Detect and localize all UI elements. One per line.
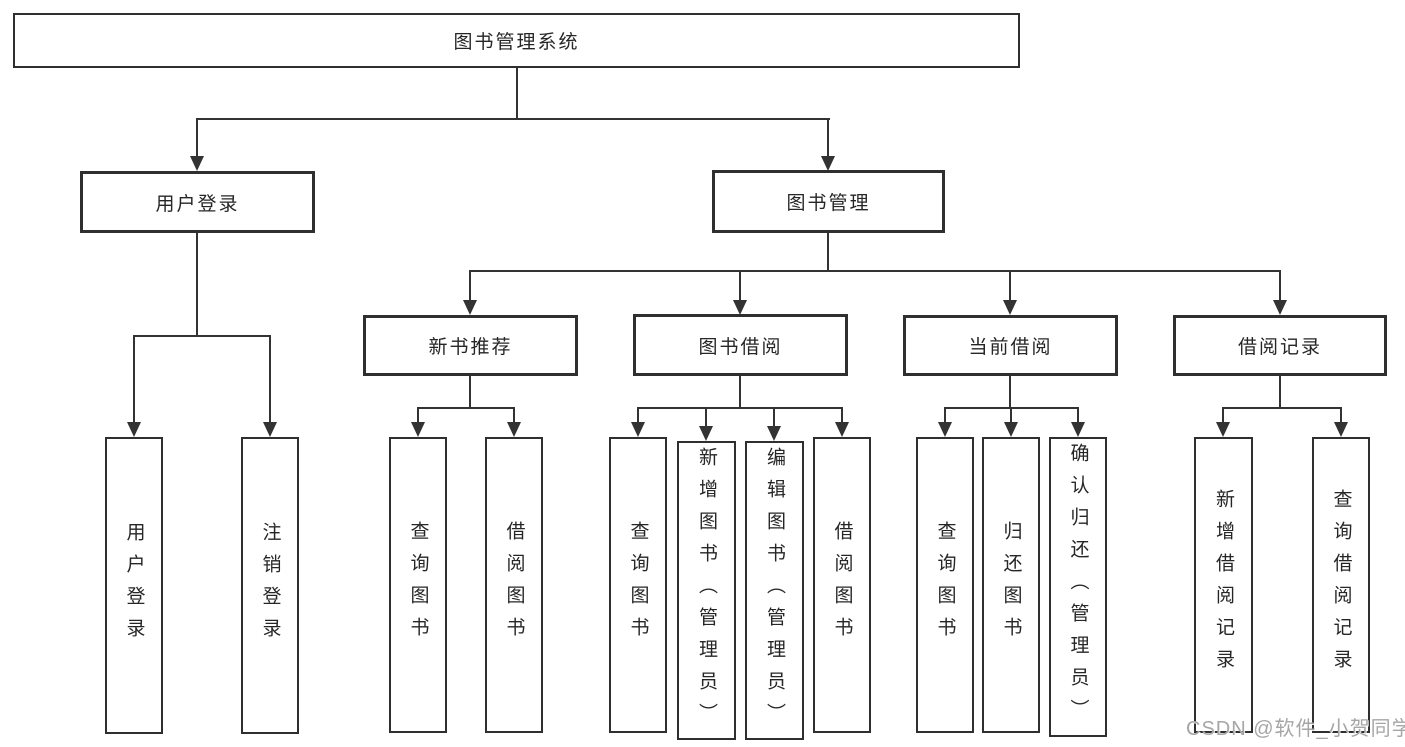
- leaf-bb-borrow-book-label: 借阅图书: [831, 521, 853, 649]
- node-root-label: 图书管理系统: [453, 32, 580, 53]
- edge-stub-book-management: [827, 118, 829, 157]
- node-root: 图书管理系统: [13, 13, 1020, 68]
- edge-currentborrow-drop: [1009, 375, 1011, 408]
- edge-bus-newbook: [417, 407, 515, 409]
- edge-bus-bookborrow: [637, 407, 843, 409]
- edge-stub-bb-query: [637, 407, 639, 423]
- edge-stub-cb-query: [944, 407, 946, 423]
- leaf-br-query-record-label: 查询借阅记录: [1330, 489, 1352, 681]
- edge-stub-cb-confirm: [1077, 407, 1079, 423]
- edge-stub-br-query: [1340, 407, 1342, 423]
- edge-stub-newbook: [469, 270, 471, 301]
- leaf-bb-add-book: 新增图书（管理员）: [677, 441, 736, 740]
- arrowhead-logout: [263, 422, 277, 437]
- arrowhead-bb-query: [631, 422, 645, 437]
- arrowhead-bookborrow: [733, 300, 747, 315]
- leaf-login-label: 用户登录: [123, 521, 145, 650]
- leaf-nbr-borrow-book: 借阅图书: [485, 437, 543, 733]
- edge-stub-nbr-borrow: [513, 407, 515, 423]
- leaf-bb-edit-book-label: 编辑图书（管理员）: [764, 446, 785, 735]
- node-current-borrow: 当前借阅: [903, 315, 1118, 376]
- leaf-nbr-borrow-book-label: 借阅图书: [503, 521, 525, 649]
- leaf-bb-edit-book: 编辑图书（管理员）: [745, 441, 804, 740]
- node-book-management-label: 图书管理: [786, 193, 871, 214]
- leaf-nbr-query-book: 查询图书: [389, 437, 447, 733]
- edge-stub-borrowrecord: [1279, 270, 1281, 301]
- leaf-br-query-record: 查询借阅记录: [1312, 437, 1370, 733]
- leaf-bb-query-book-label: 查询图书: [627, 521, 649, 649]
- leaf-cb-confirm-return-label: 确认归还（管理员）: [1067, 443, 1089, 731]
- edge-newbook-drop: [469, 375, 471, 408]
- leaf-cb-return-book: 归还图书: [982, 437, 1040, 733]
- node-user-login-label: 用户登录: [155, 193, 240, 215]
- arrowhead-newbook: [463, 300, 477, 315]
- edge-borrowrecord-drop: [1279, 375, 1281, 408]
- node-borrow-record: 借阅记录: [1173, 315, 1387, 376]
- edge-stub-bookborrow: [739, 270, 741, 301]
- edge-bookborrow-drop: [739, 375, 741, 408]
- node-new-book-recommend: 新书推荐: [363, 315, 578, 376]
- node-current-borrow-label: 当前借阅: [968, 337, 1053, 358]
- arrowhead-book-management: [821, 156, 835, 171]
- node-book-borrow-label: 图书借阅: [698, 336, 783, 358]
- edge-stub-br-add: [1222, 407, 1224, 423]
- edge-stub-bb-borrow: [841, 407, 843, 423]
- edge-bus-userlogin: [133, 335, 271, 337]
- arrowhead-user-login: [190, 156, 204, 171]
- leaf-br-add-record: 新增借阅记录: [1194, 437, 1253, 733]
- node-new-book-recommend-label: 新书推荐: [428, 337, 513, 358]
- leaf-bb-query-book: 查询图书: [609, 437, 667, 733]
- arrowhead-bb-add: [699, 426, 713, 441]
- arrowhead-nbr-borrow: [507, 422, 521, 437]
- arrowhead-bb-edit: [767, 426, 781, 441]
- edge-stub-currentborrow: [1009, 270, 1011, 301]
- leaf-br-add-record-label: 新增借阅记录: [1213, 489, 1234, 681]
- edge-stub-bb-add: [705, 407, 707, 427]
- arrowhead-nbr-query: [411, 422, 425, 437]
- edge-stub-logout: [269, 335, 271, 423]
- leaf-bb-borrow-book: 借阅图书: [813, 437, 871, 733]
- leaf-cb-query-book-label: 查询图书: [934, 521, 956, 649]
- leaf-cb-confirm-return: 确认归还（管理员）: [1049, 437, 1107, 737]
- leaf-logout-label: 注销登录: [259, 521, 281, 650]
- edge-userlogin-drop: [196, 233, 198, 335]
- edge-stub-cb-return: [1010, 407, 1012, 423]
- node-book-management: 图书管理: [712, 170, 945, 233]
- edge-bookmgmt-drop: [827, 233, 829, 271]
- leaf-login: 用户登录: [105, 437, 163, 734]
- leaf-cb-query-book: 查询图书: [916, 437, 974, 733]
- leaf-nbr-query-book-label: 查询图书: [407, 521, 429, 649]
- node-user-login: 用户登录: [80, 171, 315, 233]
- arrowhead-currentborrow: [1003, 300, 1017, 315]
- edge-bus-borrowrecord: [1222, 407, 1342, 409]
- leaf-logout: 注销登录: [241, 437, 299, 734]
- node-borrow-record-label: 借阅记录: [1237, 337, 1322, 358]
- edge-bus-level3: [469, 270, 1281, 272]
- edge-stub-login: [133, 335, 135, 423]
- edge-stub-nbr-query: [417, 407, 419, 423]
- arrowhead-cb-query: [938, 422, 952, 437]
- node-book-borrow: 图书借阅: [633, 314, 848, 376]
- leaf-cb-return-book-label: 归还图书: [1000, 521, 1022, 649]
- arrowhead-br-query: [1334, 422, 1348, 437]
- arrowhead-cb-return: [1004, 422, 1018, 437]
- edge-bus-level2: [196, 118, 830, 120]
- arrowhead-br-add: [1216, 422, 1230, 437]
- edge-stub-user-login: [196, 118, 198, 157]
- arrowhead-login: [127, 422, 141, 437]
- watermark-text: CSDN @软件_小贺同学: [1186, 718, 1405, 740]
- leaf-bb-add-book-label: 新增图书（管理员）: [696, 446, 717, 735]
- arrowhead-bb-borrow: [835, 422, 849, 437]
- edge-stub-bb-edit: [773, 407, 775, 427]
- edge-root-drop: [516, 68, 518, 119]
- arrowhead-borrowrecord: [1273, 300, 1287, 315]
- arrowhead-cb-confirm: [1071, 422, 1085, 437]
